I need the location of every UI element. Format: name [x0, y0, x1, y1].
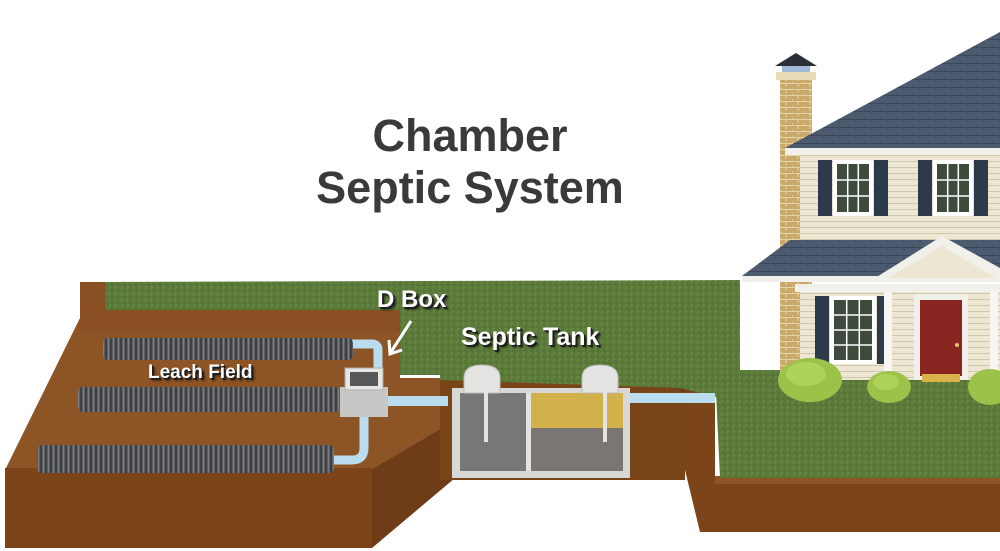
- upper-shutter-2b: [974, 160, 988, 216]
- leach-chambers: [37, 338, 353, 473]
- pipes: [334, 339, 715, 465]
- chamber-3: [37, 445, 334, 473]
- leach-field-side-slope: [370, 420, 455, 548]
- porch-gable-inner: [888, 246, 996, 278]
- right-soil-front: [685, 370, 1000, 532]
- chimney-hood: [775, 53, 817, 66]
- front-door: [920, 300, 962, 376]
- leach-field-label: Leach Field: [148, 362, 253, 383]
- upper-shutter-1b: [874, 160, 888, 216]
- septic-tank-label: Septic Tank: [461, 323, 600, 351]
- tank-riser-2: [581, 364, 619, 394]
- shrubs: [778, 358, 1000, 405]
- dbox-opening: [350, 372, 378, 386]
- diagram-title: Chamber Septic System: [270, 110, 670, 214]
- upper-shutter-2a: [918, 160, 932, 216]
- dbox-body: [340, 387, 388, 417]
- dbox-to-chamber-3-pipe: [334, 412, 369, 465]
- tank-to-dbox-pipe: [388, 396, 448, 406]
- dbox-to-chamber-1-pipe: [352, 339, 383, 372]
- house-sewer-pipe: [630, 393, 715, 403]
- chamber-1: [103, 338, 353, 360]
- tank-baffle-1: [484, 380, 488, 442]
- right-lawn: [715, 370, 1000, 478]
- porch-column: [884, 292, 892, 380]
- tank-chamber-2-sludge: [531, 393, 623, 428]
- chimney-vent: [782, 66, 810, 72]
- title-line-1: Chamber: [372, 110, 568, 161]
- upper-window-2-glass: [937, 164, 969, 212]
- title-line-2: Septic System: [316, 162, 624, 213]
- lower-window-muntins: [834, 300, 872, 360]
- chimney-cap: [776, 72, 816, 80]
- distribution-box: [340, 367, 388, 417]
- upper-window-1-muntins: [837, 164, 869, 212]
- tank-riser-1: [463, 364, 501, 394]
- shrub-2-highlight: [873, 374, 899, 390]
- upper-window-2-muntins: [937, 164, 969, 212]
- upper-window-1-glass: [837, 164, 869, 212]
- back-ledge: [80, 282, 400, 332]
- tank-divider: [526, 393, 531, 471]
- main-roof-eave: [785, 148, 1000, 155]
- shrub-3: [968, 369, 1000, 405]
- lower-shutter-b: [877, 296, 885, 364]
- shrub-1-highlight: [786, 362, 826, 386]
- septic-tank: [452, 364, 630, 478]
- d-box-label: D Box: [377, 286, 447, 313]
- d-box-arrow-icon: [387, 320, 413, 357]
- tank-chamber-1: [460, 393, 526, 471]
- house: [742, 32, 1000, 382]
- upper-shutter-1a: [818, 160, 832, 216]
- lawn: [105, 280, 1000, 478]
- right-soil-lip: [715, 476, 1000, 484]
- door-knob: [955, 343, 959, 347]
- porch-column-2: [990, 292, 998, 380]
- lower-shutter-a: [815, 296, 829, 364]
- tank-chamber-2-liquid: [531, 428, 623, 471]
- porch-beam: [795, 284, 1000, 292]
- tank-baffle-2: [603, 380, 607, 442]
- door-kickplate: [922, 374, 960, 382]
- porch-roof-eave: [742, 276, 1000, 282]
- chamber-2: [78, 387, 340, 412]
- leach-field-front-face: [5, 468, 372, 548]
- main-roof: [785, 32, 1000, 148]
